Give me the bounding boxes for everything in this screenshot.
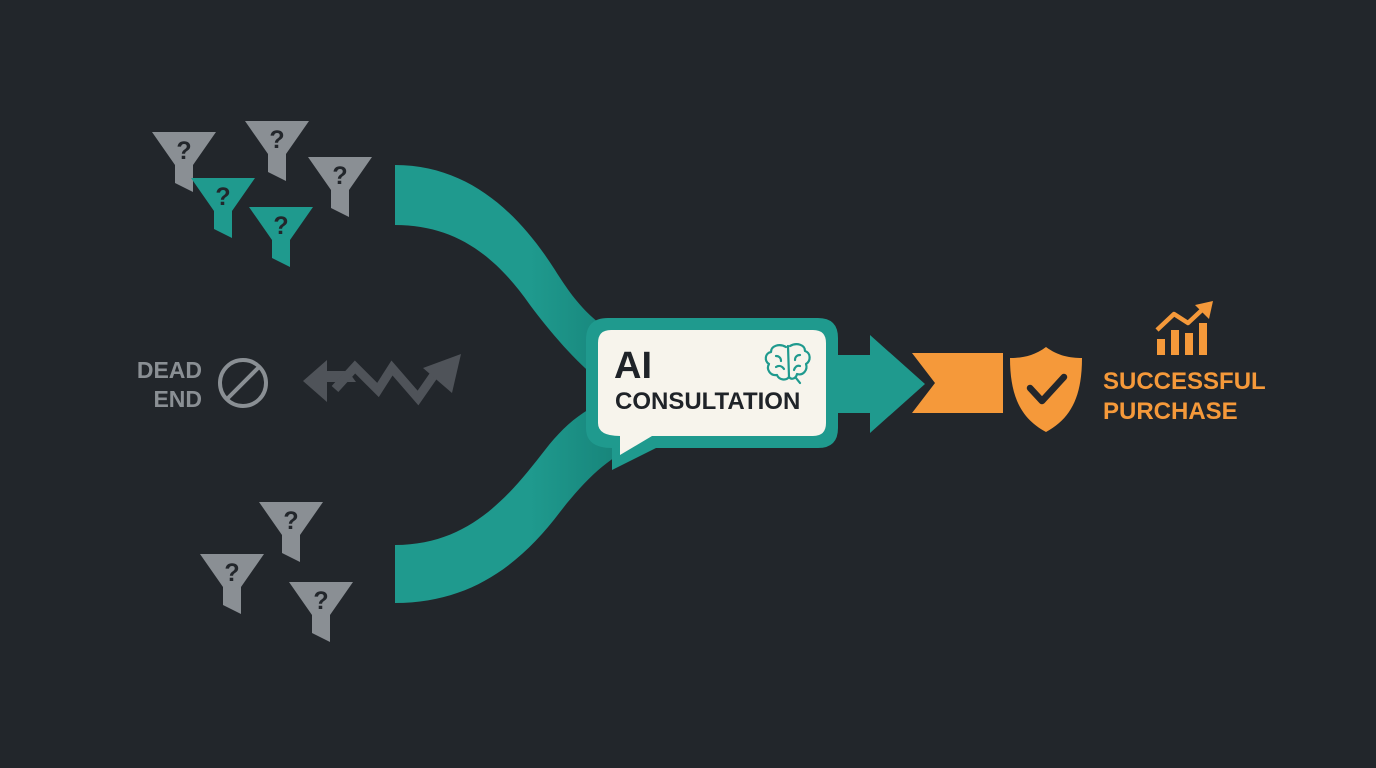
funnel-cluster-bottom (200, 502, 353, 642)
funnel-question-mark: ? (273, 212, 288, 240)
funnel-question-mark: ? (332, 162, 347, 190)
funnel-question-mark: ? (313, 587, 328, 615)
outcome-line-1: SUCCESSFUL (1103, 368, 1266, 395)
dead-end-line-1: DEAD (136, 357, 202, 383)
zigzag-arrow-icon (303, 354, 461, 406)
brain-icon (764, 343, 811, 385)
upper-flow-stream (395, 165, 640, 405)
consultation-title: AI (614, 345, 652, 387)
growth-chart-icon (1155, 301, 1213, 355)
output-arrow (830, 335, 925, 433)
prohibited-icon (218, 358, 268, 408)
dead-end-line-2: END (153, 386, 202, 412)
dead-end-label: DEAD END (118, 356, 202, 414)
lower-flow-stream (395, 390, 640, 603)
funnel-question-mark: ? (283, 507, 298, 535)
consultation-subtitle: CONSULTATION (615, 388, 801, 415)
shield-check-icon (1010, 347, 1082, 432)
funnel-question-mark: ? (269, 126, 284, 154)
outcome-line-2: PURCHASE (1103, 398, 1238, 425)
purchase-ribbon (912, 353, 1003, 413)
funnel-question-mark: ? (176, 137, 191, 165)
funnel-question-mark: ? (215, 183, 230, 211)
successful-purchase-label: SUCCESSFUL PURCHASE (1103, 367, 1266, 427)
funnel-question-mark: ? (224, 559, 239, 587)
